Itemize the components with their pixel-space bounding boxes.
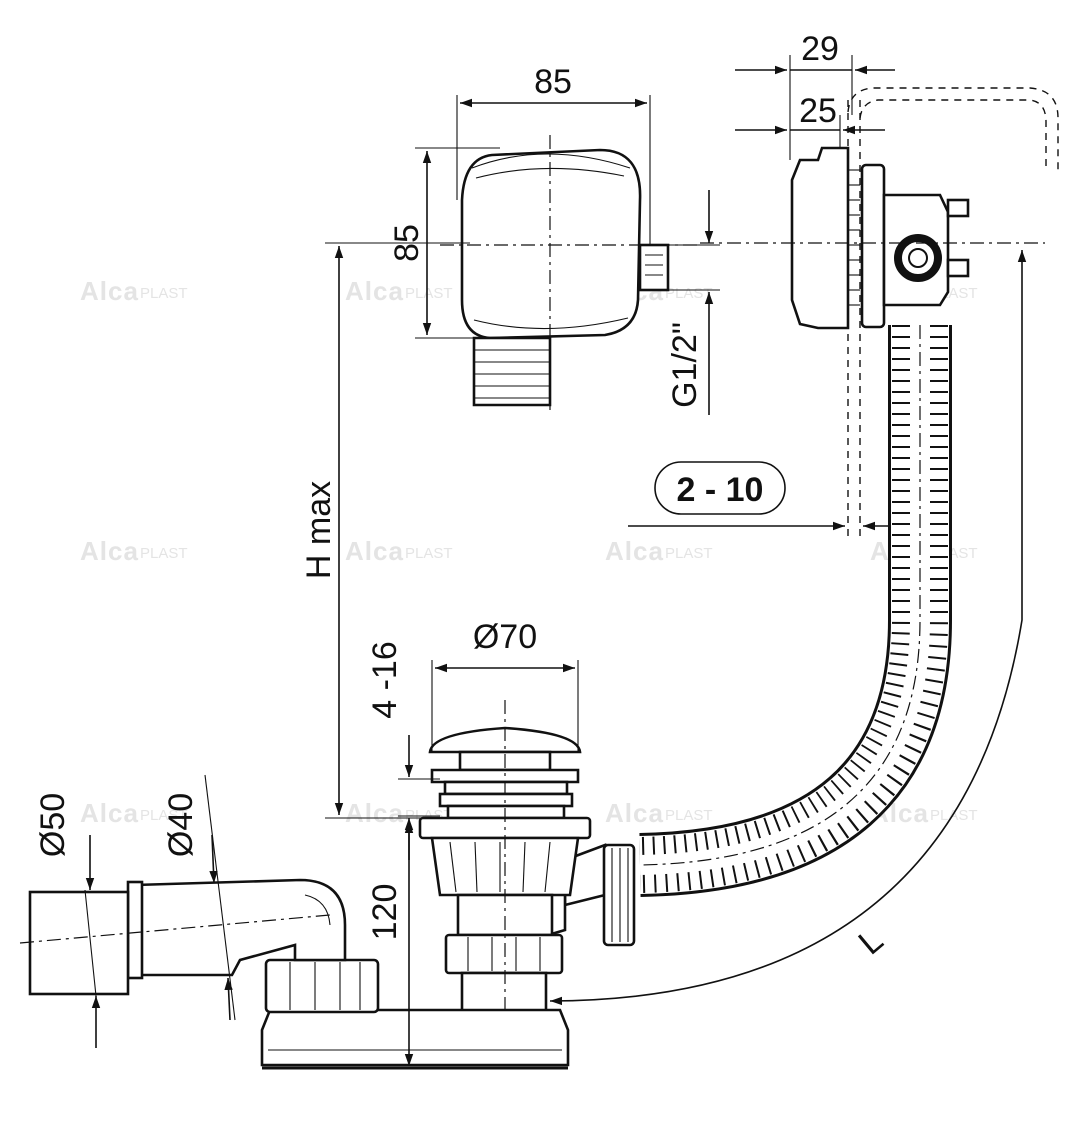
overflow-width-dimension: 85: [456, 63, 651, 245]
svg-text:Alca: Alca: [345, 276, 404, 306]
watermark: Alca PLAST: [605, 798, 713, 828]
svg-text:PLAST: PLAST: [140, 545, 188, 562]
svg-text:85: 85: [534, 63, 572, 101]
overflow-head: [440, 135, 700, 410]
svg-text:PLAST: PLAST: [405, 285, 453, 302]
wall-range-dimension: 2 - 10: [628, 461, 905, 531]
height-max-dimension: H max: [300, 242, 470, 819]
trap-base: [260, 1008, 570, 1070]
svg-text:PLAST: PLAST: [665, 545, 713, 562]
watermark: Alca PLAST: [345, 276, 453, 306]
svg-text:Alca: Alca: [80, 536, 139, 566]
svg-text:Alca: Alca: [605, 536, 664, 566]
cap-range-dimension: 4 -16: [366, 641, 440, 860]
svg-text:25: 25: [799, 92, 837, 130]
overflow-side-view: [700, 146, 1045, 330]
svg-text:L: L: [851, 921, 890, 962]
svg-text:4 -16: 4 -16: [366, 641, 404, 719]
svg-text:PLAST: PLAST: [140, 285, 188, 302]
outlet-inner-dimension: Ø40: [162, 774, 236, 1021]
svg-text:PLAST: PLAST: [930, 807, 978, 824]
svg-text:Alca: Alca: [80, 798, 139, 828]
outlet-elbow: [19, 878, 380, 1014]
thread-dimension: G1/2": [666, 190, 720, 415]
depth-dimensions: 29 25: [735, 30, 895, 160]
svg-text:Alca: Alca: [345, 798, 404, 828]
svg-text:PLAST: PLAST: [665, 285, 713, 302]
svg-text:Alca: Alca: [605, 798, 664, 828]
svg-text:Ø70: Ø70: [473, 618, 537, 656]
svg-text:PLAST: PLAST: [665, 807, 713, 824]
svg-text:Alca: Alca: [345, 536, 404, 566]
svg-text:29: 29: [801, 30, 839, 68]
svg-text:120: 120: [366, 884, 404, 941]
trap-height-dimension: 120: [366, 821, 414, 1066]
watermark: Alca PLAST: [80, 798, 188, 828]
svg-text:PLAST: PLAST: [140, 807, 188, 824]
outlet-outer-dimension: Ø50: [34, 793, 101, 1048]
svg-text:PLAST: PLAST: [405, 545, 453, 562]
watermark: Alca PLAST: [80, 276, 188, 306]
svg-text:Alca: Alca: [80, 276, 139, 306]
svg-text:Ø40: Ø40: [162, 793, 200, 857]
watermark: Alca PLAST: [80, 536, 188, 566]
watermark: Alca PLAST: [605, 536, 713, 566]
svg-text:Ø50: Ø50: [34, 793, 72, 857]
svg-text:G1/2": G1/2": [666, 322, 704, 408]
watermark: Alca PLAST: [345, 536, 453, 566]
svg-text:2 - 10: 2 - 10: [677, 471, 764, 509]
svg-text:H max: H max: [300, 481, 338, 579]
